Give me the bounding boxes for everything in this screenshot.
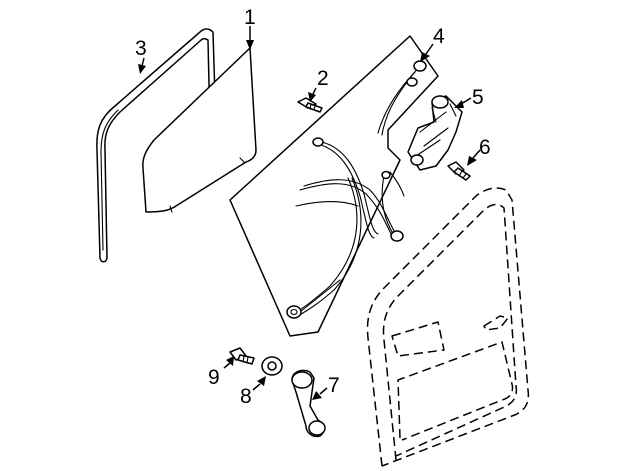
- door-glass: [142, 47, 257, 213]
- washer-part-8: [261, 356, 283, 376]
- callout-5: 5: [472, 86, 484, 109]
- callout-1: 1: [244, 6, 256, 29]
- callout-6: 6: [479, 136, 491, 159]
- window-crank-handle: [291, 369, 326, 438]
- callout-4: 4: [433, 25, 445, 48]
- door-outline: [366, 187, 530, 467]
- regulator-cables: [295, 67, 419, 317]
- screw-part-9: [229, 347, 255, 365]
- callout-7: 7: [328, 374, 340, 397]
- window-motor: [407, 95, 463, 171]
- bolt-part-6: [447, 161, 471, 181]
- callout-2: 2: [317, 67, 329, 90]
- callout-9: 9: [208, 366, 220, 389]
- regulator-panel: [229, 35, 439, 337]
- run-channel: [96, 28, 217, 263]
- screw-part-2: [297, 97, 323, 113]
- cable-pulley-fittings: [286, 60, 427, 319]
- callout-8: 8: [240, 385, 252, 408]
- callout-3: 3: [135, 37, 147, 60]
- leader-lines: [138, 26, 481, 400]
